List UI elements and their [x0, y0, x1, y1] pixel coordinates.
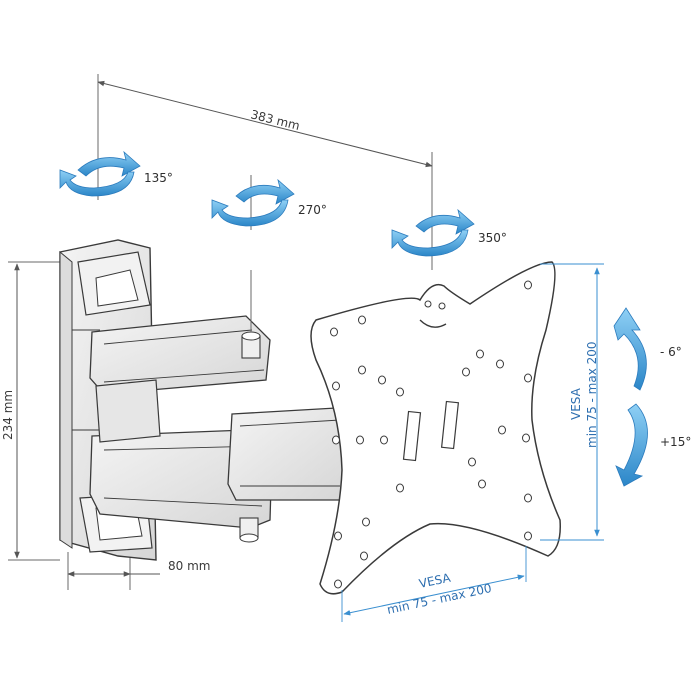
rotate-arrow-icon	[415, 208, 475, 235]
smiley-face	[419, 300, 447, 328]
rotation-label-wall: 135°	[144, 171, 173, 185]
rotation-arrow-135: 135°	[59, 150, 173, 200]
vesa-vertical-dimension: VESA min 75 - max 200	[540, 263, 604, 541]
plate-slot-right	[440, 400, 460, 450]
hinge-bolt-lower	[239, 517, 259, 543]
plate-slot-left	[402, 410, 422, 462]
rotation-arrow-270: 270°	[211, 175, 327, 230]
upper-arm	[89, 315, 271, 395]
tilt-down-arrow-icon	[615, 403, 648, 487]
tilt-down-label: +15°	[660, 435, 691, 449]
mounting-holes	[330, 280, 532, 589]
vesa-vertical-title: VESA	[569, 387, 583, 420]
hinge-bolt-upper	[241, 270, 261, 359]
height-dimension-label: 234 mm	[1, 390, 15, 440]
rotation-arrow-350: 350°	[391, 205, 507, 268]
tilt-arrow-down: +15°	[615, 403, 691, 487]
tilt-arrow-up: - 6°	[613, 307, 682, 391]
vesa-mounting-plate	[310, 261, 561, 595]
dimension-depth: 80 mm	[67, 552, 210, 590]
vesa-horizontal-title: VESA	[418, 570, 453, 590]
vesa-vertical-range: min 75 - max 200	[585, 341, 599, 448]
tilt-up-label: - 6°	[660, 345, 682, 359]
rotate-arrow-icon	[77, 150, 141, 177]
tilt-up-arrow-icon	[613, 307, 647, 391]
rotate-arrow-icon	[235, 178, 295, 205]
rotation-label-middle: 270°	[298, 203, 327, 217]
front-arm	[227, 407, 347, 501]
width-dimension-label: 383 mm	[249, 107, 301, 133]
dimension-height: 234 mm	[1, 261, 60, 561]
rotation-label-plate: 350°	[478, 231, 507, 245]
depth-dimension-label: 80 mm	[168, 559, 210, 573]
middle-bracket	[95, 379, 161, 443]
